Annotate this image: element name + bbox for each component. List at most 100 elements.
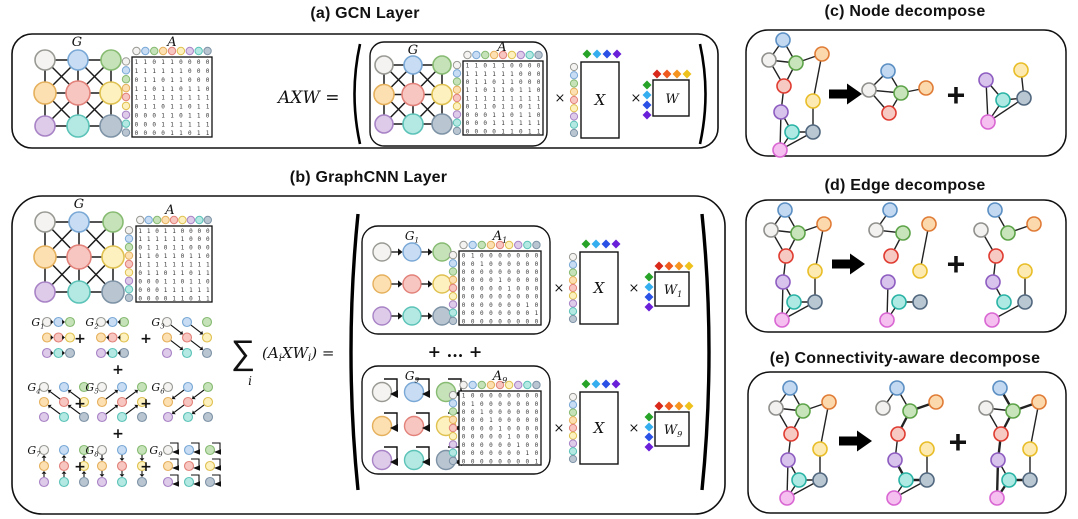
svg-text:0: 0 xyxy=(526,442,530,449)
svg-text:1: 1 xyxy=(489,417,493,424)
svg-text:A: A xyxy=(166,35,176,50)
svg-text:0: 0 xyxy=(198,236,202,243)
svg-text:×: × xyxy=(629,421,640,436)
svg-text:1: 1 xyxy=(501,95,505,102)
svg-text:0: 0 xyxy=(498,318,502,325)
panel-e-graph-full xyxy=(768,380,837,506)
svg-text:+: + xyxy=(112,426,124,442)
svg-text:1: 1 xyxy=(147,262,151,269)
svg-text:1: 1 xyxy=(152,95,156,102)
svg-text:0: 0 xyxy=(138,295,142,302)
panel-e-subgraph-2 xyxy=(978,380,1047,506)
svg-text:0: 0 xyxy=(161,104,165,111)
svg-text:0: 0 xyxy=(516,261,520,268)
svg-text:+: + xyxy=(140,396,152,412)
svg-text:1: 1 xyxy=(135,68,139,75)
svg-text:0: 0 xyxy=(516,458,520,465)
svg-text:0: 0 xyxy=(498,310,502,317)
svg-text:+: + xyxy=(74,331,86,347)
svg-text:G2: G2 xyxy=(85,316,98,330)
panel-b-box xyxy=(11,195,726,515)
svg-text:0: 0 xyxy=(155,253,159,260)
svg-text:0: 0 xyxy=(198,245,202,252)
svg-text:0: 0 xyxy=(144,112,148,119)
svg-text:1: 1 xyxy=(152,77,156,84)
svg-text:1: 1 xyxy=(135,95,139,102)
svg-text:1: 1 xyxy=(197,112,201,119)
svg-text:1: 1 xyxy=(492,112,496,119)
svg-text:AXW =: AXW = xyxy=(276,88,340,108)
panel-a-paren-left xyxy=(353,43,362,145)
svg-text:0: 0 xyxy=(526,269,530,276)
svg-text:1: 1 xyxy=(528,95,532,102)
panel-b-paren-right xyxy=(700,213,711,491)
svg-text:G6: G6 xyxy=(151,381,165,395)
svg-text:0: 0 xyxy=(189,228,193,235)
svg-text:1: 1 xyxy=(161,86,165,93)
svg-text:0: 0 xyxy=(135,130,139,137)
svg-text:0: 0 xyxy=(507,269,511,276)
svg-text:1: 1 xyxy=(172,295,176,302)
panel-a-box xyxy=(11,33,719,149)
panel-d-subgraph-1 xyxy=(868,202,937,328)
svg-text:1: 1 xyxy=(198,295,202,302)
panel-a-graph-G: G xyxy=(33,35,123,138)
svg-text:0: 0 xyxy=(206,236,210,243)
svg-text:G8: G8 xyxy=(85,444,99,458)
svg-text:0: 0 xyxy=(507,425,511,432)
svg-text:1: 1 xyxy=(164,262,168,269)
svg-text:1: 1 xyxy=(144,77,148,84)
svg-text:1: 1 xyxy=(510,128,514,135)
svg-text:0: 0 xyxy=(516,409,520,416)
panel-e-title: (e) Connectivity-aware decompose xyxy=(769,350,1041,367)
svg-text:0: 0 xyxy=(507,401,511,408)
svg-text:0: 0 xyxy=(526,277,530,284)
svg-text:0: 0 xyxy=(507,318,511,325)
svg-text:0: 0 xyxy=(498,409,502,416)
svg-text:0: 0 xyxy=(466,79,470,86)
svg-text:0: 0 xyxy=(516,294,520,301)
svg-text:0: 0 xyxy=(471,425,475,432)
svg-text:0: 0 xyxy=(197,77,201,84)
svg-text:1: 1 xyxy=(170,112,174,119)
svg-text:0: 0 xyxy=(535,269,539,276)
svg-text:1: 1 xyxy=(197,95,201,102)
svg-text:×: × xyxy=(554,421,565,436)
svg-text:0: 0 xyxy=(526,458,530,465)
svg-text:1: 1 xyxy=(501,112,505,119)
svg-text:1: 1 xyxy=(206,270,210,277)
svg-text:0: 0 xyxy=(516,285,520,292)
svg-text:1: 1 xyxy=(535,310,539,317)
svg-text:1: 1 xyxy=(466,63,470,70)
svg-text:0: 0 xyxy=(155,295,159,302)
svg-text:0: 0 xyxy=(535,277,539,284)
svg-text:1: 1 xyxy=(172,236,176,243)
svg-text:0: 0 xyxy=(138,245,142,252)
panel-d-title: (d) Edge decompose xyxy=(824,177,986,194)
svg-text:1: 1 xyxy=(198,270,202,277)
svg-text:0: 0 xyxy=(535,393,539,400)
svg-text:G3: G3 xyxy=(151,316,164,330)
svg-text:0: 0 xyxy=(471,318,475,325)
svg-text:0: 0 xyxy=(528,79,532,86)
svg-text:0: 0 xyxy=(138,270,142,277)
svg-text:0: 0 xyxy=(189,295,193,302)
svg-text:0: 0 xyxy=(535,294,539,301)
svg-text:1: 1 xyxy=(492,120,496,127)
panel-a-w-matrix: W xyxy=(641,68,693,121)
svg-text:0: 0 xyxy=(480,277,484,284)
svg-text:W: W xyxy=(665,92,680,107)
svg-text:0: 0 xyxy=(462,269,466,276)
svg-text:0: 0 xyxy=(535,442,539,449)
svg-text:0: 0 xyxy=(480,425,484,432)
svg-text:1: 1 xyxy=(164,228,168,235)
svg-text:0: 0 xyxy=(164,270,168,277)
svg-text:1: 1 xyxy=(501,71,505,78)
svg-text:1: 1 xyxy=(197,86,201,93)
svg-text:0: 0 xyxy=(471,261,475,268)
svg-text:0: 0 xyxy=(206,228,210,235)
svg-text:1: 1 xyxy=(144,104,148,111)
